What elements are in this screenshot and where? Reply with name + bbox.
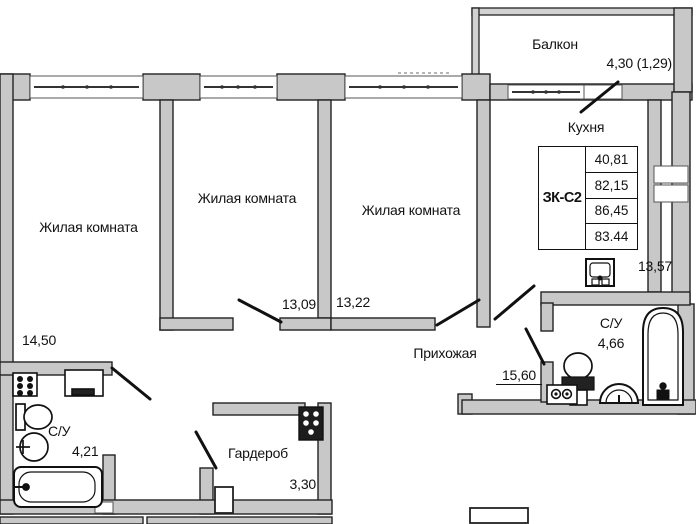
stamp-row: 86,45 [586, 199, 637, 225]
washer-right-icon [546, 384, 578, 405]
walls [0, 7, 696, 524]
bathroom-right-label: С/У [599, 315, 623, 331]
bathroom-right-area: 4,66 [597, 335, 625, 351]
stamp-row: 40,81 [586, 147, 637, 173]
kitchen-sink-icon [585, 258, 615, 287]
balcony-area: 4,30 (1,29) [606, 55, 672, 71]
living3-label: Жилая комната [361, 202, 461, 218]
stamp-row: 83.44 [594, 229, 629, 245]
living1-label: Жилая комната [39, 219, 138, 235]
wardrobe-area: 3,30 [289, 476, 317, 492]
living3-area: 13,22 [336, 294, 371, 310]
door-swings [110, 80, 620, 470]
bathroom-left-area: 4,21 [72, 443, 99, 459]
windows [29, 72, 689, 524]
bathtub-right-icon [642, 306, 684, 406]
bathroom-left-label: С/У [48, 423, 71, 439]
stamp-row: 82,15 [586, 173, 637, 199]
hallway-area: 15,60 [496, 367, 542, 386]
apartment-type-code: ЗК-С2 [539, 147, 586, 249]
vanity-icon [64, 369, 104, 397]
sink-left-icon [16, 432, 49, 462]
living2-area: 13,09 [281, 296, 316, 312]
kitchen-label: Кухня [567, 119, 605, 135]
living1-area: 14,50 [22, 332, 57, 348]
wardrobe-label: Гардероб [228, 445, 288, 461]
boiler-icon [298, 406, 324, 441]
balcony-label: Балкон [532, 36, 578, 52]
apartment-stamp: ЗК-С2 40,81 82,15 86,45 83.44 [538, 146, 638, 250]
bathtub-left-icon [13, 466, 103, 508]
kitchen-area: 13,57 [637, 258, 672, 274]
living2-label: Жилая комната [197, 190, 297, 206]
apartment-areas-table: 40,81 82,15 86,45 83.44 [586, 147, 637, 249]
hallway-label: Прихожая [413, 345, 477, 361]
washing-machine-icon [12, 372, 38, 397]
sink-right-icon [598, 383, 640, 404]
toilet-left-icon [15, 403, 53, 431]
